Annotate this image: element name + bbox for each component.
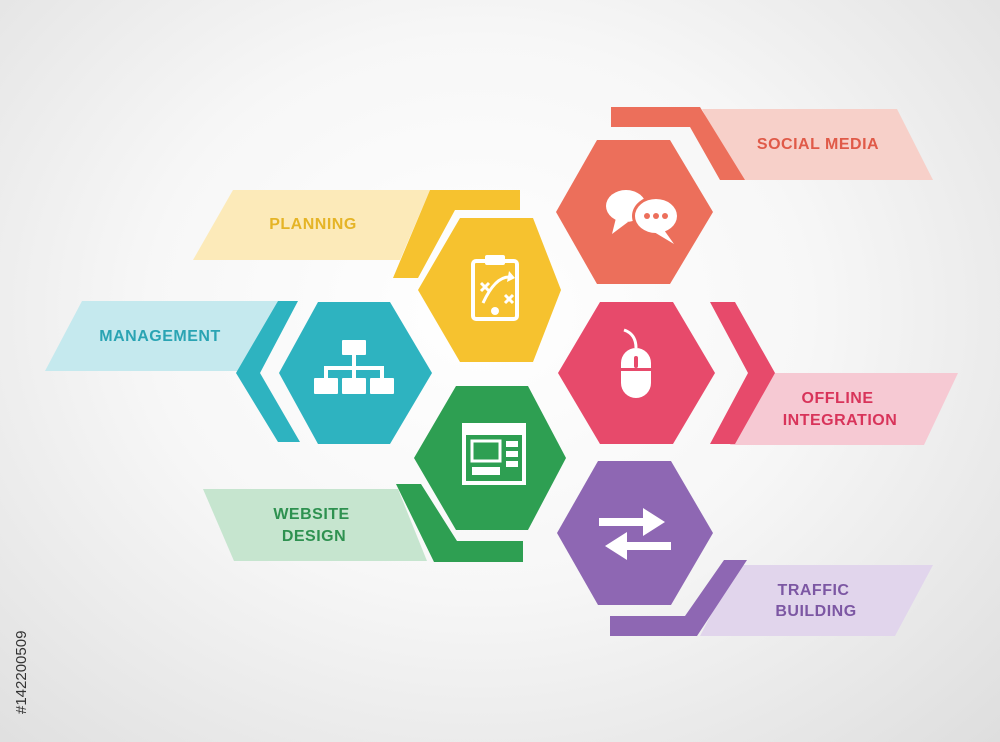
offline-integration-banner [730, 373, 958, 445]
management-label: MANAGEMENT [99, 328, 220, 345]
management-banner [45, 301, 278, 371]
traffic-building-bracket [610, 560, 747, 636]
item-social-media: SOCIAL MEDIA [556, 107, 933, 284]
website-design-banner [203, 489, 427, 561]
social-media-bracket [611, 107, 745, 180]
social-media-label: SOCIAL MEDIA [757, 136, 879, 153]
item-planning: PLANNING [193, 190, 561, 362]
planning-banner [193, 190, 430, 260]
clipboard-strategy-icon [471, 255, 519, 321]
item-traffic-building: TRAFFIC BUILDING [557, 461, 933, 636]
traffic-building-hexagon [557, 461, 713, 605]
web-layout-icon [462, 423, 526, 485]
item-website-design: WEBSITE DESIGN [203, 386, 566, 562]
planning-bracket [393, 190, 520, 278]
chat-bubbles-icon [606, 190, 680, 244]
website-design-hexagon [414, 386, 566, 530]
computer-mouse-icon [621, 328, 651, 398]
exchange-arrows-icon [599, 508, 671, 560]
traffic-building-label: TRAFFIC BUILDING [775, 582, 856, 620]
item-offline-integration: OFFLINE INTEGRATION [558, 302, 958, 445]
stock-id: #142200509 [13, 631, 30, 714]
traffic-building-banner [700, 565, 933, 636]
offline-integration-bracket [710, 302, 775, 444]
social-media-banner [702, 109, 933, 180]
planning-label: PLANNING [269, 216, 357, 233]
management-bracket [236, 301, 300, 442]
website-design-bracket [396, 484, 523, 562]
website-design-label: WEBSITE DESIGN [273, 506, 354, 545]
org-chart-icon [314, 340, 394, 394]
offline-integration-label: OFFLINE INTEGRATION [783, 390, 898, 429]
item-management: MANAGEMENT [45, 301, 432, 444]
